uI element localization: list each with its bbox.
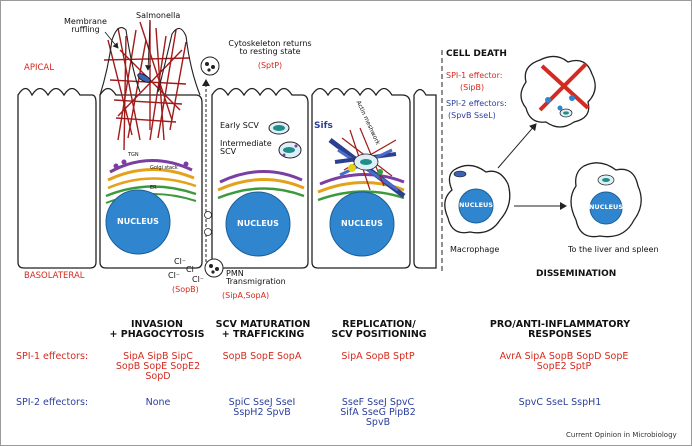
- nucleus-label-cell-2: NUCLEUS: [117, 218, 159, 226]
- apical-label: APICAL: [24, 64, 54, 73]
- golgi-label: Golgi stack: [150, 166, 178, 171]
- chloride-label-1: Cl⁻: [174, 258, 186, 266]
- spi2-inflammatory: SpvC SseL SspH1: [519, 398, 602, 408]
- chloride-label-2: Cl⁻: [186, 266, 198, 274]
- sipb-label: (SipB): [460, 84, 484, 92]
- spi2-scv-maturation: SpiC SseJ SseI SspH2 SpvB: [229, 398, 296, 418]
- row-label-spi1: SPI-1 effectors:: [16, 352, 88, 362]
- spi2-replication: SseF SseJ SpvC SifA SseG PipB2 SpvB: [340, 398, 416, 428]
- spi1-scv-maturation: SopB SopE SopA: [223, 352, 302, 362]
- dissemination-label: DISSEMINATION: [536, 270, 616, 279]
- row-label-spi2: SPI-2 effectors:: [16, 398, 88, 408]
- spi1-replication: SipA SopB SptP: [341, 352, 414, 362]
- liver-spleen-label: To the liver and spleen: [568, 246, 659, 254]
- macrophage: [445, 165, 510, 232]
- intermediate-scv-label: Intermediate SCV: [220, 140, 272, 157]
- chloride-label-3: Cl⁻: [168, 272, 180, 280]
- er-label: ER: [150, 186, 157, 191]
- spi2-effectors-cd-label: SPI-2 effectors:: [446, 100, 507, 108]
- nucleus-label-disseminating: NUCLEUS: [589, 204, 623, 211]
- cytoskeleton-label: Cytoskeleton returns to resting state: [228, 40, 311, 57]
- sopb-label: (SopB): [172, 286, 199, 294]
- pmn-label: PMN Transmigration: [226, 270, 286, 287]
- intermediate-scv: [279, 142, 301, 158]
- spi1-invasion: SipA SipB SipC SopB SopE SopE2 SopD: [116, 352, 200, 382]
- dying-cell: [521, 56, 595, 127]
- header-scv-maturation: SCV MATURATION + TRAFFICKING: [216, 320, 311, 340]
- spi1-effector-label: SPI-1 effector:: [446, 72, 502, 80]
- spi1-inflammatory: AvrA SipA SopB SopD SopE SopE2 SptP: [500, 352, 629, 372]
- spi2-invasion: None: [146, 398, 171, 408]
- epithelial-cell-1: [18, 89, 96, 269]
- sptp-label: (SptP): [258, 62, 282, 70]
- journal-credit: Current Opinion in Microbiology: [566, 432, 677, 439]
- cell-death-label: CELL DEATH: [446, 50, 507, 59]
- membrane-ruffling-label: Membrane ruffling: [64, 18, 107, 35]
- sipa-sopa-label: (SipA,SopA): [222, 292, 269, 300]
- disseminating-cell: [571, 163, 641, 237]
- tgn-label: TGN: [128, 153, 139, 158]
- header-inflammatory: PRO/ANTI-INFLAMMATORY RESPONSES: [490, 320, 630, 340]
- sifs-label: Sifs: [314, 122, 333, 131]
- nucleus-label-cell-4: NUCLEUS: [341, 220, 383, 228]
- nucleus-label-macrophage: NUCLEUS: [459, 202, 493, 209]
- early-scv-label: Early SCV: [220, 122, 259, 130]
- nucleus-label-cell-3: NUCLEUS: [237, 220, 279, 228]
- chloride-label-4: Cl⁻: [192, 276, 204, 284]
- arrow-to-death: [498, 124, 536, 168]
- header-invasion: INVASION + PHAGOCYTOSIS: [109, 320, 204, 340]
- header-replication: REPLICATION/ SCV POSITIONING: [331, 320, 426, 340]
- epithelial-cell-5: [414, 90, 436, 269]
- early-scv: [269, 122, 289, 134]
- salmonella-label: Salmonella: [136, 12, 180, 20]
- basolateral-label: BASOLATERAL: [24, 272, 85, 281]
- spvb-ssel-label: (SpvB SseL): [448, 112, 496, 120]
- macrophage-label: Macrophage: [450, 246, 499, 254]
